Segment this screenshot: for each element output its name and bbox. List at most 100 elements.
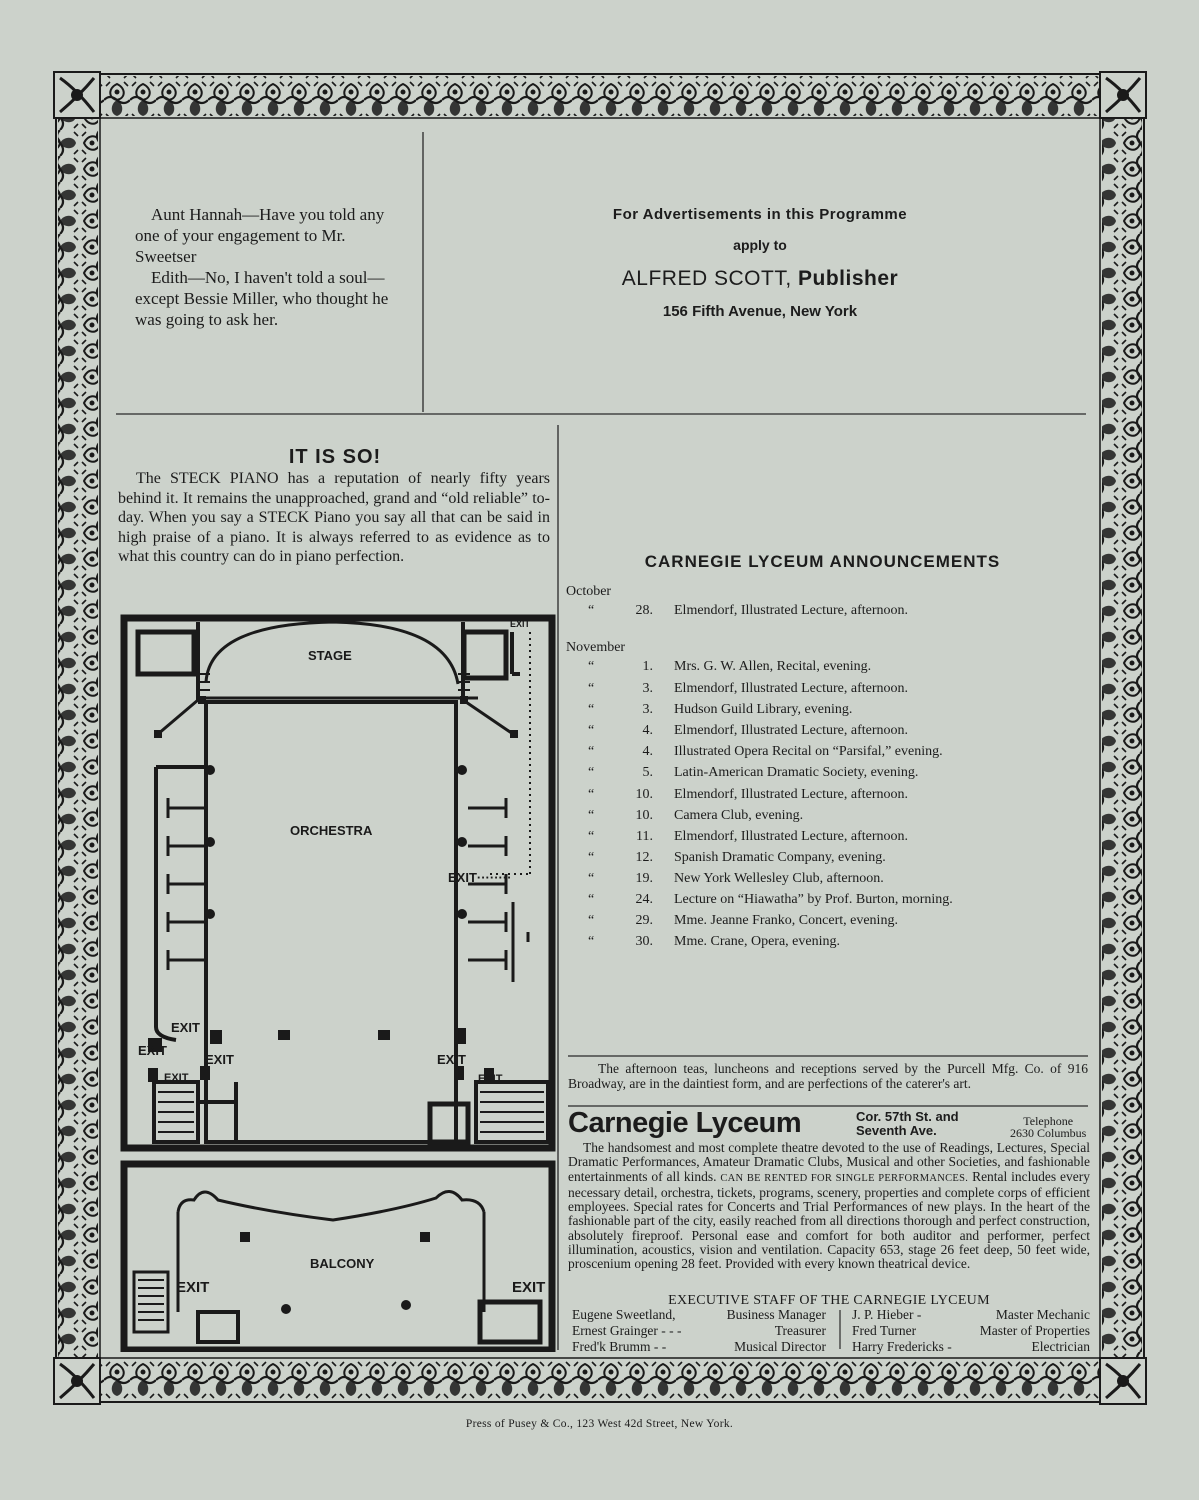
announcement-event: Camera Club, evening. [674,808,804,823]
staff-name: J. P. Hieber - [852,1307,922,1322]
ditto-mark: “ [588,913,595,928]
staff-role: Business Manager [726,1307,826,1322]
plan-exit-4: EXIT [437,1052,466,1067]
lyceum-telephone-number: 2630 Columbus [1010,1126,1087,1140]
announcement-event: Elmendorf, Illustrated Lecture, afternoo… [674,829,909,844]
month-november: November [566,640,626,655]
announcement-day: 4. [642,723,654,738]
staff-name: Eugene Sweetland, [572,1307,676,1322]
ditto-mark: “ [588,808,595,823]
ditto-mark: “ [588,829,595,844]
lyceum-name: Carnegie Lyceum [568,1107,802,1139]
advert-line-1: For Advertisements in this Programme [612,206,908,223]
staff-row: Eugene Sweetland, Business Manager [572,1307,826,1323]
lyceum-desc-a: The handsomest and most complete theatre… [568,1140,1090,1184]
plan-exit-6: EXIT [478,1073,503,1085]
announcement-day: 19. [635,871,654,886]
staff-row: J. P. Hieber -Master Mechanic [852,1307,1090,1323]
announcement-day: 24. [635,892,654,907]
announcement-day: 29. [635,913,654,928]
ditto-mark: “ [588,934,595,949]
announcement-event: Spanish Dramatic Company, evening. [674,850,886,865]
announcement-day: 10. [635,808,654,823]
announcement-event: Mme. Crane, Opera, evening. [674,934,840,949]
staff-role: Electrician [1031,1339,1090,1354]
staff-row: Ernest Grainger - - - Treasurer [572,1323,826,1339]
announcement-event: Hudson Guild Library, evening. [674,702,853,717]
announcement-day: 11. [636,829,653,844]
lyceum-telephone-label: Telephone [1023,1114,1074,1128]
announcement-event: Latin-American Dramatic Society, evening… [674,765,919,780]
plan-balcony-exit-right: EXIT [512,1279,546,1296]
joke-text: Aunt Hannah—Have you told any one of you… [135,204,405,330]
plan-exit-2: EXIT [138,1043,167,1058]
ditto-mark: “ [588,787,595,802]
advert-line-2: apply to [733,237,787,253]
staff-name: Harry Fredericks - [852,1339,952,1354]
theatre-floor-plan [120,614,556,1352]
staff-title: EXECUTIVE STAFF OF THE CARNEGIE LYCEUM [668,1293,990,1308]
joke-paragraph-2: Edith—No, I haven't told a soul—except B… [135,268,389,329]
announcement-event: Illustrated Opera Recital on “Parsifal,”… [674,744,943,759]
advert-publisher-name: ALFRED SCOTT, [621,267,792,290]
staff-role: Musical Director [734,1339,826,1354]
announcement-list: “ 28. Elmendorf, Illustrated Lecture, afte… [588,0,1088,949]
lyceum-address-1: Cor. 57th St. and [856,1109,959,1124]
announcement-day: 5. [642,765,654,780]
ditto-mark: “ [588,681,595,696]
advert-address: 156 Fifth Avenue, New York [662,303,858,320]
lyceum-description: The handsomest and most complete theatre… [568,1140,1091,1272]
announcement-event: Elmendorf, Illustrated Lecture, afternoo… [674,723,909,738]
advert-publisher-title: Publisher [798,267,899,290]
staff-name: Fred Turner [852,1323,917,1338]
joke-paragraph-1: Aunt Hannah—Have you told any one of you… [135,205,385,266]
ditto-mark: “ [588,892,595,907]
printer-imprint: Press of Pusey & Co., 123 West 42d Stree… [465,1418,734,1430]
announcement-event: Elmendorf, Illustrated Lecture, afternoo… [674,681,909,696]
ditto-mark: “ [588,603,595,618]
advert-publisher: ALFRED SCOTT, Publisher [430,267,1090,291]
lyceum-address: Cor. 57th St. and Seventh Ave. [856,1110,959,1138]
plan-label-orchestra: ORCHESTRA [290,823,373,838]
ditto-mark: “ [588,702,595,717]
announcements-title: CARNEGIE LYCEUM ANNOUNCEMENTS [644,552,1001,571]
plan-exit-1: EXIT [171,1020,200,1035]
plan-exit-5: EXIT [164,1072,189,1084]
staff-row: Harry Fredericks - Electrician [852,1339,1090,1355]
plan-label-balcony: BALCONY [310,1256,375,1271]
plan-exit-3: EXIT [205,1052,234,1067]
announcement-day: 3. [642,681,654,696]
staff-row: Fred'k Brumm - - Musical Director [572,1339,826,1355]
staff-row: Fred Turner Master of Properties [852,1323,1090,1339]
steck-body: The STECK PIANO has a reputation of near… [118,470,550,565]
caterer-note: The afternoon teas, luncheons and recept… [568,1061,1088,1091]
announcement-event: Mrs. G. W. Allen, Recital, evening. [674,659,872,674]
ditto-mark: “ [588,871,595,886]
steck-title: IT IS SO! [288,446,382,468]
announcement-day: 28. [635,603,654,618]
plan-balcony-exit-left: EXIT [176,1279,210,1296]
month-october: October [566,584,612,599]
plan-label-stage: STAGE [308,648,352,663]
lyceum-address-2: Seventh Ave. [856,1123,937,1138]
lyceum-telephone: Telephone 2630 Columbus [1010,1115,1086,1139]
announcement-event: Lecture on “Hiawatha” by Prof. Burton, m… [674,892,953,907]
advertising-notice: For Advertisements in this Programme app… [430,206,1090,320]
lyceum-desc-rented: CAN BE RENTED FOR SINGLE PERFORMANCES. [720,1172,969,1184]
announcement-day: 12. [635,850,654,865]
lyceum-desc-b: Rental includes every necessary detail, … [568,1168,1091,1272]
announcement-day: 4. [642,744,654,759]
staff-name: Ernest Grainger - - - [572,1323,682,1338]
staff-name: Fred'k Brumm - - [572,1339,667,1354]
plan-exit-right: EXIT········ [448,870,512,885]
ditto-mark: “ [588,765,595,780]
staff-role: Master of Properties [979,1323,1090,1338]
ditto-mark: “ [588,850,595,865]
announcement-day: 30. [635,934,654,949]
announcement-event: Elmendorf, Illustrated Lecture, afternoo… [674,603,909,618]
announcement-event: Elmendorf, Illustrated Lecture, afternoo… [674,787,909,802]
announcement-day: 10. [635,787,654,802]
staff-role: Treasurer [774,1323,826,1338]
